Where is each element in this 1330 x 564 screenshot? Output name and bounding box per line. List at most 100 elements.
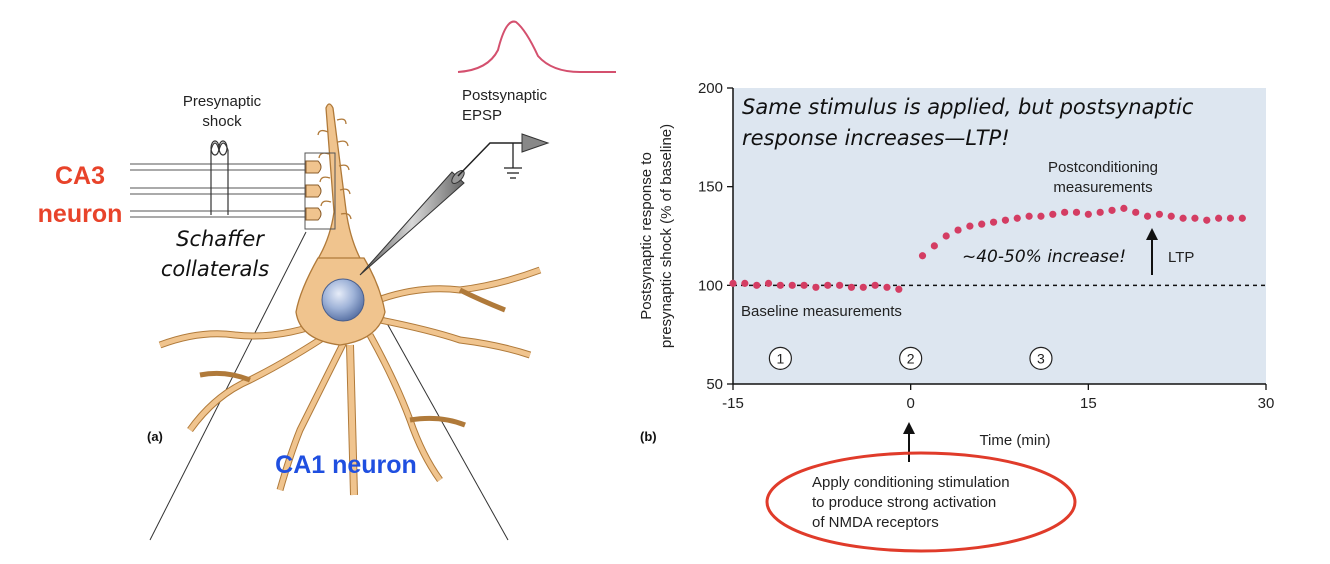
stage-marker-label: 3 [1037,350,1045,366]
callout-ellipse [765,451,1077,553]
ltp-arrow-icon [1146,228,1158,275]
zoom-box [304,152,336,230]
ltp-label: LTP [1168,249,1194,266]
schaffer-label-2: collaterals [161,257,269,281]
data-point [871,281,879,289]
stage-markers: 1 2 3 [768,346,1053,370]
data-point [1215,214,1223,222]
data-point [812,283,820,291]
data-point [930,242,938,250]
data-point [1191,214,1199,222]
banner-line-1: Same stimulus is applied, but postsynapt… [742,95,1194,119]
postconditioning-label-1: Postconditioning [1048,159,1158,176]
callout-line-3: of NMDA receptors [812,514,939,531]
x-tick-label: 30 [1258,395,1275,412]
data-point [1143,212,1152,220]
y-tick-label: 100 [698,277,723,294]
plot-background [733,88,1266,384]
data-point [788,281,796,289]
data-point [966,222,974,230]
data-point [1072,208,1081,216]
schaffer-axons [130,163,308,218]
data-point [1108,206,1116,214]
data-point [1167,212,1175,220]
stage-marker-label: 1 [776,350,784,366]
data-point [989,218,998,226]
panel-b-label: (b) [640,429,657,444]
epsp-trace [457,20,616,73]
banner-line-2: response increases—LTP! [742,126,1010,150]
data-point [1120,204,1128,212]
postconditioning-label-2: measurements [1053,179,1152,196]
data-point [1013,214,1021,222]
y-tick-label: 150 [698,179,723,196]
data-point [764,279,773,287]
x-tick-label: 15 [1080,395,1097,412]
data-point [1096,208,1104,216]
data-points [729,204,1246,293]
postsynaptic-label-2: EPSP [462,107,502,124]
chart-axes: 50 100 150 200 -15 0 15 30 [698,80,1274,412]
data-point [824,281,832,289]
data-point [1179,214,1187,222]
data-point [741,279,749,287]
data-point [978,220,986,228]
data-point [776,281,784,289]
ca3-label-2: neuron [38,200,123,228]
x-tick-label: 0 [906,395,914,412]
data-point [800,281,808,289]
data-point [753,281,761,289]
data-point [836,281,844,289]
data-point [1001,216,1010,224]
postsynaptic-label-1: Postsynaptic [462,87,548,104]
schaffer-label-1: Schaffer [176,227,265,251]
data-point [1037,212,1045,220]
y-tick-label: 50 [706,376,723,393]
data-point [1132,208,1140,216]
zoom-line-left [149,231,307,541]
y-axis-label: Postsynaptic response to presynaptic sho… [638,124,675,348]
ca3-label-1: CA3 [55,162,105,190]
y-tick-label: 200 [698,80,723,97]
presynaptic-label-1: Presynaptic [183,93,262,110]
data-point [1084,210,1092,218]
x-axis-label: Time (min) [979,432,1050,449]
recording-electrode-icon [359,133,550,276]
baseline-label: Baseline measurements [741,303,902,320]
x-tick-label: -15 [722,395,744,412]
data-point [1049,210,1057,218]
ca1-neuron-drawing [158,103,542,496]
data-point [954,226,962,234]
data-point [1155,210,1163,218]
increase-label: ~40-50% increase! [962,247,1126,267]
data-point [1226,214,1235,222]
data-point [859,283,867,291]
callout-line-2: to produce strong activation [812,494,996,511]
presynaptic-label-2: shock [202,113,242,130]
stage-marker-circle [768,346,792,370]
data-point [942,232,950,240]
conditioning-arrow-icon [903,422,915,462]
data-point [1025,212,1033,220]
panel-a-label: (a) [147,429,163,444]
ca1-label: CA1 neuron [275,451,417,479]
panel-a: Presynaptic shock Postsynaptic EPSP CA3 … [38,20,616,541]
data-point [895,285,903,293]
panel-b: 50 100 150 200 -15 0 15 30 Same stimulus is app… [638,80,1274,553]
synaptic-terminals [305,160,322,221]
callout-line-1: Apply conditioning stimulation [812,474,1010,491]
data-point [918,252,927,260]
stage-marker-circle [899,346,923,370]
data-point [1203,216,1211,224]
data-point [883,283,891,291]
nucleus [321,278,365,322]
y-axis-label-1: Postsynaptic response to [638,152,655,320]
y-axis-label-2: presynaptic shock (% of baseline) [658,124,675,348]
data-point [847,283,856,291]
stimulating-electrode-icon [210,140,229,215]
stage-marker-circle [1029,346,1053,370]
data-point [1238,214,1246,222]
data-point [1061,208,1069,216]
stage-marker-label: 2 [907,350,915,366]
